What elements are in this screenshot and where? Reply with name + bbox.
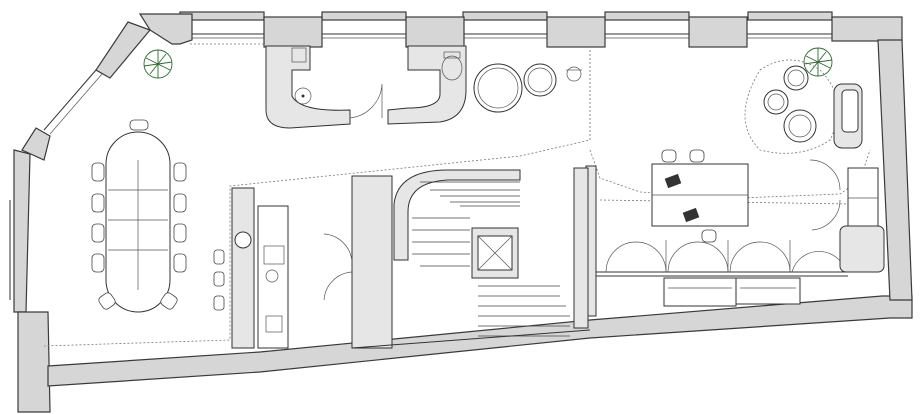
rug-outline xyxy=(744,59,839,154)
wall-diagonal xyxy=(95,21,152,79)
plant-icon xyxy=(803,47,833,77)
plant-icon xyxy=(143,49,173,79)
laptop-icon xyxy=(664,173,682,189)
toilet-icon xyxy=(441,55,463,81)
round-table xyxy=(523,63,557,97)
chair xyxy=(661,149,677,163)
wall-pier xyxy=(21,127,51,161)
round-table xyxy=(473,63,523,113)
chair xyxy=(701,229,717,243)
door-swing xyxy=(323,233,353,263)
meeting-table-group xyxy=(91,119,187,313)
chair xyxy=(91,162,105,182)
stool-icon xyxy=(566,66,582,82)
facade-segment xyxy=(604,11,690,21)
armchair xyxy=(763,89,789,115)
chair xyxy=(173,162,187,182)
door-swing xyxy=(809,159,841,191)
chair xyxy=(160,292,178,310)
chair xyxy=(91,253,105,273)
chair xyxy=(173,253,187,273)
exterior-walls xyxy=(9,11,913,413)
fixture xyxy=(291,47,307,63)
door-swing xyxy=(791,251,847,273)
wall-pier xyxy=(263,16,323,48)
stool xyxy=(213,249,225,265)
washroom-wall xyxy=(265,45,351,129)
stair-treads xyxy=(412,181,570,337)
drain-icon xyxy=(301,94,305,98)
washroom-left xyxy=(265,45,383,129)
facade-segment xyxy=(462,11,548,21)
window-line xyxy=(43,69,97,131)
stair-curve-wall xyxy=(393,169,521,261)
chair-group-left xyxy=(91,162,105,273)
storage-cabinet xyxy=(735,277,801,305)
laptop-icon xyxy=(682,207,700,223)
sofa-seat xyxy=(841,89,859,133)
chair xyxy=(91,193,105,213)
appliance-icon xyxy=(265,315,283,333)
chair xyxy=(91,223,105,243)
washroom-right xyxy=(387,45,467,125)
partition-wall xyxy=(231,187,255,349)
wall-pier xyxy=(831,16,903,42)
lounge-area xyxy=(744,59,863,154)
stair-core xyxy=(323,167,591,349)
chair xyxy=(173,193,187,213)
door-swing xyxy=(811,199,841,231)
sink-icon xyxy=(263,245,285,265)
door-swing xyxy=(729,241,791,273)
round-tables xyxy=(473,63,582,113)
door-swing xyxy=(605,241,667,273)
chair xyxy=(98,292,116,310)
column-icon xyxy=(234,231,252,249)
east-service-room xyxy=(585,159,885,317)
elevator-cross xyxy=(477,235,513,271)
wall-pier xyxy=(405,16,465,48)
wall-east xyxy=(877,39,913,301)
stool xyxy=(213,295,225,311)
chair xyxy=(129,119,149,131)
door-swing xyxy=(349,83,383,119)
wall-corner xyxy=(17,311,51,413)
glass-partition xyxy=(596,240,848,307)
washroom-wall xyxy=(387,45,467,125)
door-swing xyxy=(323,271,353,301)
wall-pier xyxy=(688,16,748,48)
sink-icon xyxy=(294,87,312,105)
stair-wall xyxy=(573,167,589,329)
wall-block xyxy=(839,225,885,273)
chair-group-right xyxy=(173,162,187,273)
toilet-tank xyxy=(443,51,461,59)
kitchenette xyxy=(213,187,289,349)
chair xyxy=(173,223,187,243)
storage-cabinet xyxy=(663,277,737,307)
stair-wall xyxy=(351,175,393,349)
facade-segment xyxy=(747,11,833,21)
desk-group xyxy=(651,149,749,243)
hob-icon xyxy=(265,269,279,283)
wall-pier xyxy=(546,16,606,48)
stool xyxy=(213,271,225,287)
wall-west xyxy=(13,149,31,313)
door-swing xyxy=(667,241,729,273)
facade-segment xyxy=(321,11,407,21)
wall-south xyxy=(47,295,913,387)
window-line xyxy=(49,73,103,135)
armchair xyxy=(783,65,809,91)
counter xyxy=(257,205,289,349)
chair xyxy=(689,149,705,163)
